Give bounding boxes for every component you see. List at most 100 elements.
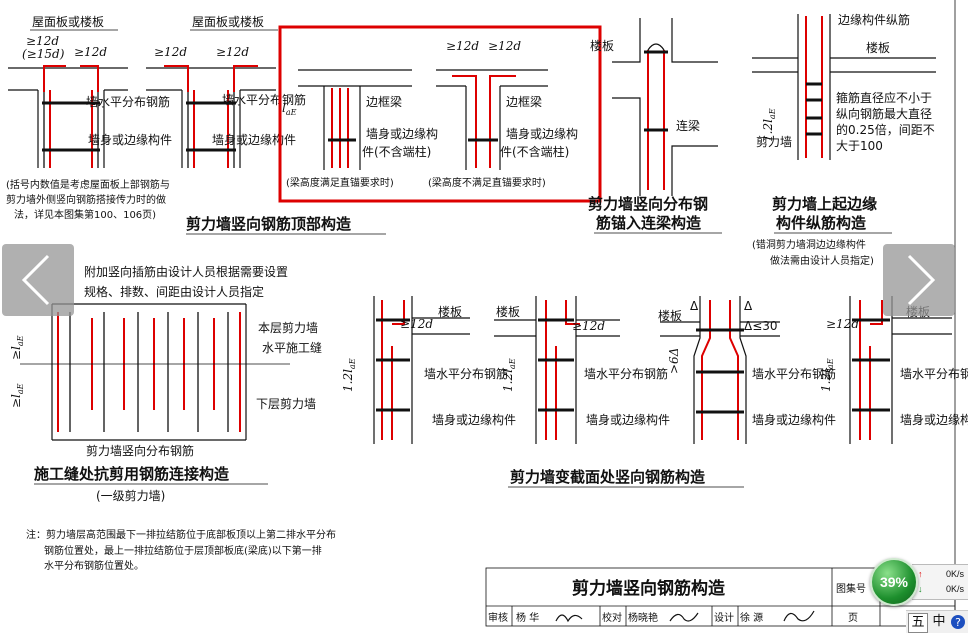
joint-bottom-label: 剪力墙竖向分布钢筋 (86, 443, 194, 458)
sec-lae-2: 1.2laE (501, 358, 517, 392)
joint-dim-upper: ≥laE (9, 335, 25, 360)
note-left-3: 法，详见本图集第100、106页) (14, 208, 156, 221)
upload-arrow-icon: ↑ (918, 569, 923, 579)
panel-section: 楼板 ≥12d 1.2laE 墙水平分布钢筋 墙身或边缘构件 楼板 ≥12d 1… (341, 296, 968, 488)
net-speed-panel: ↑ 0K/s ↓ 0K/s (912, 564, 968, 600)
sec-slab-3: 楼板 (658, 308, 682, 323)
ime-lang-button[interactable]: 中 (932, 614, 946, 629)
title-block-title: 剪力墙竖向钢筋构造 (572, 578, 726, 599)
edge-slab: 楼板 (866, 40, 890, 55)
wall-member-left: 墙身或边缘构件 (88, 132, 172, 147)
sec-slab-2: 楼板 (496, 304, 520, 319)
sec-slab-1: 楼板 (438, 304, 462, 319)
sec-member-1: 墙身或边缘构件 (432, 412, 516, 427)
section-title: 剪力墙变截面处竖向钢筋构造 (510, 468, 705, 486)
coupling-title-1: 剪力墙竖向分布钢 (588, 195, 708, 213)
prev-image-button[interactable] (2, 244, 74, 316)
dim-15d-left: (≥15d) (22, 47, 65, 61)
design-name: 徐 源 (740, 611, 763, 624)
chevron-left-icon (21, 254, 50, 306)
roof-label-mid: 屋面板或楼板 (192, 14, 264, 29)
note-block: 注：剪力墙层高范围最下一排拉结筋位于底部板顶以上第二排水平分布 钢筋位置处，最上… (26, 528, 336, 572)
check-label: 校对 (602, 611, 622, 624)
network-speed-widget[interactable]: ↑ 0K/s ↓ 0K/s 39% (868, 556, 968, 610)
member-b: 墙身或边缘构 (506, 126, 578, 141)
upload-speed: 0K/s (945, 569, 964, 579)
sec-delta-3: Δ (690, 299, 699, 313)
wall-member-mid: 墙身或边缘构件 (212, 132, 296, 147)
check-name: 杨晓艳 (628, 611, 658, 624)
sec-member-2: 墙身或边缘构件 (586, 412, 670, 427)
member-a: 墙身或边缘构 (366, 126, 438, 141)
joint-subtitle: (一级剪力墙) (96, 488, 165, 503)
sec-12d-1: ≥12d (400, 317, 433, 331)
review-name: 杨 华 (516, 611, 539, 624)
caption-b: (梁高度不满足直锚要求时) (428, 176, 546, 189)
dim-12d-hl-a: ≥12d (446, 39, 479, 53)
dim-12d-left-b: ≥12d (74, 45, 107, 59)
note-line-3: 水平分布钢筋位置处。 (44, 559, 144, 572)
joint-label: 水平施工缝 (262, 340, 322, 355)
roof-label-left: 屋面板或楼板 (32, 14, 104, 29)
member-a2: 件(不含端柱) (362, 144, 431, 159)
edge-note-2: 纵向钢筋最大直径 (836, 106, 932, 121)
joint-note-2: 规格、排数、间距由设计人员指定 (84, 284, 264, 299)
upload-row: ↑ 0K/s (918, 567, 966, 581)
sec-horiz-1: 墙水平分布钢筋 (424, 366, 508, 381)
joint-title: 施工缝处抗剪用钢筋连接构造 (34, 465, 229, 483)
help-icon: ? (951, 615, 965, 629)
review-signature (555, 614, 583, 623)
panel-top-mid: 屋面板或楼板 ≥12d ≥12d 墙水平分布钢筋 墙身或边缘构件 (146, 14, 306, 168)
edge-sub-1: (错洞剪力墙洞边边缘构件 (752, 238, 866, 251)
panel-edge: 边缘构件纵筋 楼板 1.2laE 箍筋直径应不小于 纵向钢筋最大直径 的0.25… (752, 12, 936, 267)
panel-highlight: laE 边框梁 墙身或边缘构 件(不含端柱) (梁高度满足直锚要求时) ≥12d… (282, 39, 578, 189)
edge-long: 边缘构件纵筋 (838, 12, 910, 27)
design-signature (783, 610, 815, 622)
sec-6d: >6Δ (667, 348, 681, 374)
dim-12d-mid-a: ≥12d (154, 45, 187, 59)
ime-help-button[interactable]: ? (950, 613, 966, 631)
joint-this-floor: 本层剪力墙 (258, 320, 318, 335)
edge-dim: 1.2laE (761, 108, 777, 142)
note-line-2: 钢筋位置处，最上一排拉结筋位于层顶部板底(梁底)以下第一排 (44, 544, 322, 557)
sec-lae-4: 1.2laE (819, 358, 835, 392)
panel-coupling: 楼板 连梁 剪力墙竖向分布钢 筋锚入连梁构造 (588, 18, 722, 234)
horiz-rebar-mid: 墙水平分布钢筋 (222, 92, 306, 107)
edge-note-4: 大于100 (836, 139, 883, 153)
joint-dim-lower: ≥laE (9, 383, 25, 408)
horiz-rebar-left: 墙水平分布钢筋 (86, 94, 170, 109)
ime-mode-button[interactable]: 五 (908, 613, 928, 633)
design-label: 设计 (714, 611, 734, 624)
chevron-right-icon (907, 254, 936, 306)
sec-horiz-2: 墙水平分布钢筋 (584, 366, 668, 381)
sec-12d-4: ≥12d (826, 317, 859, 331)
sec-horiz-3: 墙水平分布钢筋 (752, 366, 836, 381)
next-image-button[interactable] (883, 244, 955, 316)
joint-lower-floor: 下层剪力墙 (256, 396, 316, 411)
sec-12d-2: ≥12d (572, 319, 605, 333)
review-label: 审核 (488, 611, 508, 624)
page-label: 页 (848, 612, 858, 624)
panel-joint: 附加竖向插筋由设计人员根据需要设置 规格、排数、间距由设计人员指定 本层剪力墙 … (9, 264, 322, 503)
sec-member-4: 墙身或边缘构件 (900, 412, 968, 427)
atlas-no-label: 图集号 (836, 582, 866, 595)
edge-title-2: 构件纵筋构造 (776, 214, 866, 232)
dim-12d-left: ≥12d (26, 34, 59, 48)
sec-delta-4: Δ (744, 299, 753, 313)
panel-top-left: 屋面板或楼板 ≥12d (≥15d) ≥12d 墙水平分布钢筋 墙身或边缘构件 … (6, 14, 172, 221)
member-b2: 件(不含端柱) (500, 144, 569, 159)
beam-label-a: 边框梁 (366, 94, 402, 109)
top-title: 剪力墙竖向钢筋顶部构造 (186, 215, 351, 233)
note-left-2: 剪力墙外侧竖向钢筋搭接传力时的做 (6, 193, 166, 206)
note-left-1: (括号内数值是考虑屋面板上部钢筋与 (6, 178, 170, 191)
lae-label: laE (282, 101, 297, 117)
edge-sub-2: 做法需由设计人员指定) (770, 254, 874, 267)
net-percent-badge[interactable]: 39% (870, 558, 918, 606)
coupling-title-2: 筋锚入连梁构造 (595, 214, 701, 232)
beam-coupling: 连梁 (676, 118, 700, 133)
check-signature (669, 612, 699, 622)
beam-label-b: 边框梁 (506, 94, 542, 109)
edge-shear-wall: 剪力墙 (756, 134, 792, 149)
download-arrow-icon: ↓ (918, 584, 923, 594)
